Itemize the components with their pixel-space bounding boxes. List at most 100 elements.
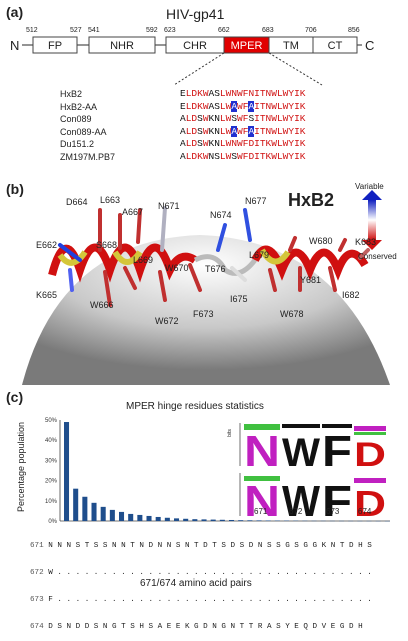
c-terminus: C xyxy=(365,38,374,53)
helix-structure-image xyxy=(0,180,408,385)
legend-variable: Variable xyxy=(355,182,384,191)
y-tick-label: 50% xyxy=(45,418,58,424)
svg-text:F: F xyxy=(322,427,352,476)
residue-label: L663 xyxy=(100,195,120,205)
domain-map xyxy=(0,24,408,86)
domain-ct: CT xyxy=(313,40,357,52)
bar xyxy=(101,507,106,521)
pos-662: 662 xyxy=(218,27,230,34)
y-tick-label: 10% xyxy=(45,499,58,505)
n-terminus: N xyxy=(10,38,19,53)
bar xyxy=(92,503,97,521)
bar xyxy=(64,422,69,521)
pos-541: 541 xyxy=(88,27,100,34)
residue-label: W670 xyxy=(165,263,189,273)
y-tick-label: 30% xyxy=(45,458,58,464)
bar xyxy=(202,519,207,521)
svg-text:N: N xyxy=(244,427,280,476)
pos-706: 706 xyxy=(305,27,317,34)
residue-label: N677 xyxy=(245,196,267,206)
bar xyxy=(192,519,197,521)
pos-683: 683 xyxy=(262,27,274,34)
domain-fp: FP xyxy=(33,40,77,52)
panel-c-xlabel: 671/674 amino acid pairs xyxy=(140,578,252,589)
residue-label: I682 xyxy=(342,290,360,300)
sequence-names: HxB2 HxB2-AA Con089 Con089-AA Du151.2 ZM… xyxy=(60,88,115,163)
svg-text:W: W xyxy=(282,477,320,526)
panel-a-title: HIV-gp41 xyxy=(166,6,224,22)
logo-pos-674: 674 xyxy=(358,507,371,516)
bar xyxy=(73,489,78,521)
residue-label: W680 xyxy=(309,236,333,246)
pair-row-674: 674 D S N D D S N G T S H S A E E K G D … xyxy=(30,623,372,632)
residue-label: S668 xyxy=(96,240,117,250)
domain-tm: TM xyxy=(269,40,313,52)
residue-label: E662 xyxy=(36,240,57,250)
bar xyxy=(174,518,179,521)
logo-pos-672: 672 xyxy=(289,507,302,516)
seq-name: Du151.2 xyxy=(60,138,115,151)
panel-b-title: HxB2 xyxy=(288,190,334,211)
residue-label: N671 xyxy=(158,201,180,211)
logo-ytick-label: bits xyxy=(227,429,233,437)
residue-label: D664 xyxy=(66,197,88,207)
pos-623: 623 xyxy=(164,27,176,34)
sequence: ELDKWASLWNWFNITNWLWYIK xyxy=(180,88,305,101)
bar xyxy=(165,518,170,521)
bar xyxy=(119,512,124,521)
residue-label: L679 xyxy=(249,250,269,260)
residue-label: N674 xyxy=(210,210,232,220)
residue-label: Y681 xyxy=(300,275,321,285)
residue-label: L669 xyxy=(133,255,153,265)
seq-name: HxB2 xyxy=(60,88,115,101)
bar xyxy=(211,520,216,521)
bar xyxy=(156,517,161,521)
svg-text:F: F xyxy=(322,477,352,526)
y-tick-label: 40% xyxy=(45,438,58,444)
seq-name: HxB2-AA xyxy=(60,101,115,114)
residue-label: W672 xyxy=(155,316,179,326)
domain-nhr: NHR xyxy=(89,40,155,52)
logo-pos-671: 671 xyxy=(254,507,267,516)
svg-text:N: N xyxy=(244,477,280,526)
sequence: ALDSWKNLWSWFSITNWLWYIK xyxy=(180,113,305,126)
domain-chr: CHR xyxy=(166,40,224,52)
seq-name: Con089-AA xyxy=(60,126,115,139)
sequence-alignment: ELDKWASLWNWFNITNWLWYIK ELDKWASLWAWFAITNW… xyxy=(180,88,305,163)
legend-conserved: Conserved xyxy=(358,252,397,261)
seq-name: Con089 xyxy=(60,113,115,126)
residue-label: W666 xyxy=(90,300,114,310)
residue-label: W678 xyxy=(280,309,304,319)
pair-row-671: 671 N N N S T S S N N T N D N N S N T D … xyxy=(30,542,372,551)
bar xyxy=(147,516,152,521)
residue-label: A667 xyxy=(122,207,143,217)
seq-name: ZM197M.PB7 xyxy=(60,151,115,164)
residue-label: F673 xyxy=(193,309,214,319)
residue-label: T676 xyxy=(205,264,226,274)
pos-856: 856 xyxy=(348,27,360,34)
panel-a-label: (a) xyxy=(6,4,23,20)
bar xyxy=(82,497,87,521)
residue-label: I675 xyxy=(230,294,248,304)
residue-label: K665 xyxy=(36,290,57,300)
sequence: ELDKWASLWAWFAITNWLWYIK xyxy=(180,101,305,114)
sequence: ALDSWKNLWAWFAITNWLWYIK xyxy=(180,126,305,139)
domain-mper: MPER xyxy=(224,40,269,52)
bar xyxy=(128,514,133,521)
pair-row-672: 672 W . . . . . . . . . . . . . . . . . … xyxy=(30,569,372,578)
pos-527: 527 xyxy=(70,27,82,34)
sequence: ALDKWNSLWSWFDITKWLWYIK xyxy=(180,151,305,164)
bar xyxy=(220,520,225,521)
pos-512: 512 xyxy=(26,27,38,34)
pair-row-673: 673 F . . . . . . . . . . . . . . . . . … xyxy=(30,596,372,605)
y-tick-label: 20% xyxy=(45,479,58,485)
bar xyxy=(183,519,188,521)
svg-text:D: D xyxy=(354,483,386,524)
pos-592: 592 xyxy=(146,27,158,34)
logo-pos-673: 673 xyxy=(326,507,339,516)
residue-label: K683 xyxy=(355,237,376,247)
bar xyxy=(110,510,115,521)
sequence: ALDSWKNLWNWFDITKWLWYIK xyxy=(180,138,305,151)
svg-text:D: D xyxy=(354,436,386,474)
bar xyxy=(137,515,142,521)
